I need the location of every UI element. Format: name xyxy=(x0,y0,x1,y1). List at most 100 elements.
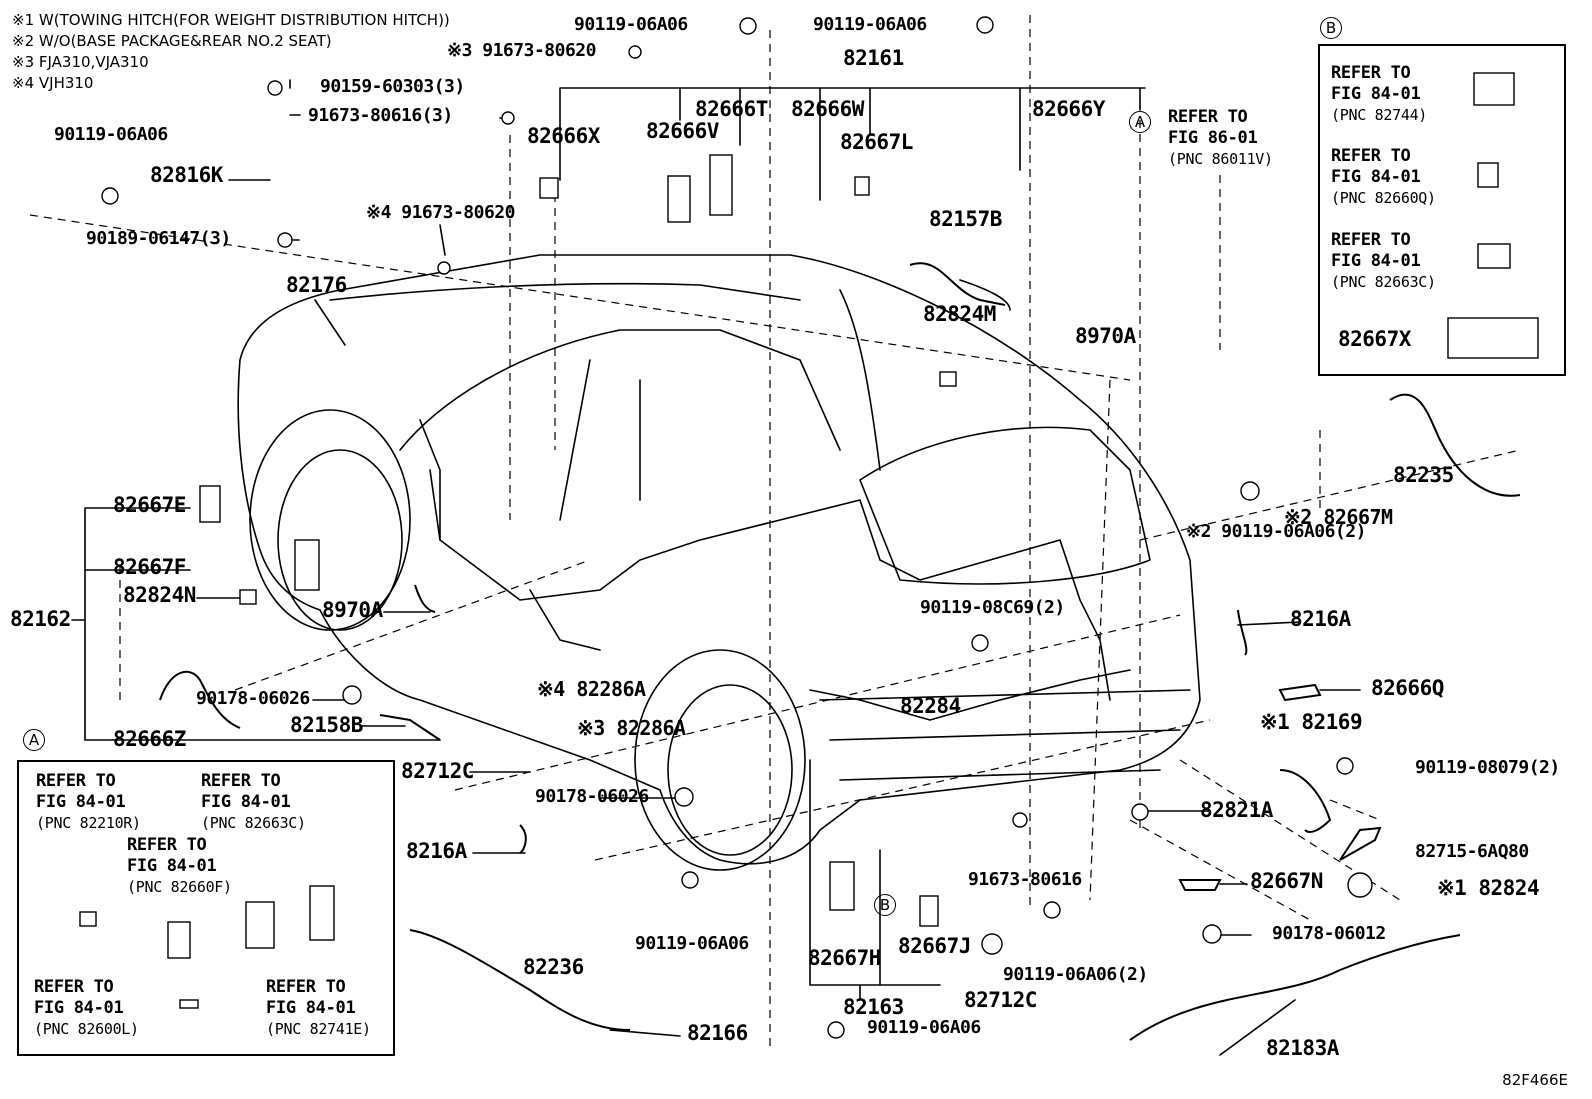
label-82666x: 82666X xyxy=(527,124,600,148)
vehicle-rear-bumper xyxy=(819,689,1191,781)
box-b-ref-1: REFER TO FIG 84-01 (PNC 82744) xyxy=(1331,63,1427,126)
bolt-91673-80620 xyxy=(628,45,642,59)
callout-b-box: B xyxy=(1320,17,1342,39)
box-b-ref-3: REFER TO FIG 84-01 (PNC 82663C) xyxy=(1331,230,1436,293)
label-82157b: 82157B xyxy=(929,207,1002,231)
block-82824m xyxy=(939,371,957,387)
label-82158b: 82158B xyxy=(290,713,363,737)
harness-82169 xyxy=(1279,769,1332,833)
refer-part-82660f xyxy=(167,921,191,959)
label-82824: ※1 82824 xyxy=(1437,876,1540,900)
bolt-90119-06a06-e xyxy=(827,1021,845,1039)
label-82666q: 82666Q xyxy=(1371,676,1444,700)
harness-8216a-r xyxy=(1237,609,1248,656)
label-82666y: 82666Y xyxy=(1032,97,1105,121)
ref-line2: FIG 84-01 xyxy=(201,792,291,812)
label-82666z: 82666Z xyxy=(113,727,186,751)
label-90178-06026-a: 90178-06026 xyxy=(196,688,310,709)
refer-line2: FIG 86-01 xyxy=(1168,128,1258,148)
ref-line2: FIG 84-01 xyxy=(36,792,126,812)
bolt-90119-06a06-a xyxy=(739,17,757,35)
ref-line2: FIG 84-01 xyxy=(34,998,124,1018)
ref-pnc: (PNC 82744) xyxy=(1331,106,1428,124)
clip-82712c-b xyxy=(981,933,1003,955)
bolt-90119-08c69 xyxy=(971,634,989,652)
ref-line2: FIG 84-01 xyxy=(1331,84,1421,104)
clip-90189-06147 xyxy=(277,232,293,248)
label-90189-06147: 90189-06147(3) xyxy=(86,228,231,249)
refer-part-82210r xyxy=(79,911,97,927)
ref-line1: REFER TO xyxy=(1331,63,1411,83)
bolt-91673-80620-b xyxy=(437,261,451,275)
label-91673-80616: 91673-80616 xyxy=(968,869,1082,890)
inset-box-b: REFER TO FIG 84-01 (PNC 82744) REFER TO … xyxy=(1318,44,1566,376)
label-82286a-4: ※4 82286A xyxy=(537,677,646,701)
label-82667e: 82667E xyxy=(113,493,186,517)
bolt-90159-60303 xyxy=(267,80,283,96)
ref-pnc: (PNC 82600L) xyxy=(34,1020,139,1038)
ref-line2: FIG 84-01 xyxy=(1331,167,1421,187)
refer-pnc: (PNC 86011V) xyxy=(1168,150,1273,168)
ref-pnc: (PNC 82660F) xyxy=(127,878,232,896)
ref-line1: REFER TO xyxy=(1331,146,1411,166)
bolt-90119-06a06-b xyxy=(976,16,994,34)
part-82667x xyxy=(1447,317,1539,359)
nut-90178-06012 xyxy=(1202,924,1222,944)
ref-pnc: (PNC 82660Q) xyxy=(1331,189,1436,207)
box-a-ref-2: REFER TO FIG 84-01 (PNC 82663C) xyxy=(201,771,306,834)
label-82667n: 82667N xyxy=(1250,869,1323,893)
dashed-guides xyxy=(29,15,1521,1050)
vehicle-roof-line xyxy=(329,282,801,301)
bracket-82667f xyxy=(294,539,320,591)
harness-8970a xyxy=(414,584,436,613)
label-90119-06a06-2-a: ※2 90119-06A06(2) xyxy=(1186,521,1366,542)
ref-line2: FIG 84-01 xyxy=(266,998,356,1018)
label-82667j: 82667J xyxy=(898,934,971,958)
box-a-ref-4: REFER TO FIG 84-01 (PNC 82600L) xyxy=(34,977,139,1040)
label-82666v: 82666V xyxy=(646,119,719,143)
bolt-90119-06a06-2a xyxy=(1240,481,1260,501)
ref-pnc: (PNC 82663C) xyxy=(1331,273,1436,291)
harness-82235 xyxy=(1389,393,1521,497)
callout-a-top: A xyxy=(1129,111,1151,133)
ref-line1: REFER TO xyxy=(36,771,116,791)
ref-line2: FIG 84-01 xyxy=(127,856,217,876)
refer-line1: REFER TO xyxy=(1168,107,1248,127)
side-harness xyxy=(419,419,601,651)
nut-90178-06026-a xyxy=(342,685,362,705)
label-90119-08c69: 90119-08C69(2) xyxy=(920,597,1065,618)
refer-part-82660q xyxy=(1477,162,1499,188)
bracket-82666q xyxy=(1278,683,1322,702)
label-90119-06a06-d: 90119-06A06 xyxy=(635,933,749,954)
label-90119-06a06-c: 90119-06A06 xyxy=(54,124,168,145)
bracket-82666t xyxy=(709,154,733,216)
nut-90178-06026-b xyxy=(674,787,694,807)
label-8970a-left: 8970A xyxy=(322,598,383,622)
ref-pnc: (PNC 82663C) xyxy=(201,814,306,832)
diagram-code: 82F466E xyxy=(1502,1071,1568,1089)
bracket-82666v xyxy=(667,175,691,223)
connector-82666x xyxy=(539,177,559,199)
label-82667l: 82667L xyxy=(840,130,913,154)
ref-pnc: (PNC 82741E) xyxy=(266,1020,371,1038)
label-82816k: 82816K xyxy=(150,163,223,187)
label-90159-60303: 90159-60303(3) xyxy=(320,76,465,97)
label-90178-06012: 90178-06012 xyxy=(1272,923,1386,944)
label-82162: 82162 xyxy=(10,607,71,631)
label-82169: ※1 82169 xyxy=(1260,710,1363,734)
ref-line1: REFER TO xyxy=(266,977,346,997)
refer-part-82600l xyxy=(179,999,199,1009)
bracket-82715 xyxy=(1339,826,1382,861)
label-82667m: ※2 82667M xyxy=(1284,505,1393,529)
box-a-ref-3: REFER TO FIG 84-01 (PNC 82660F) xyxy=(127,835,232,898)
vehicle-side-window xyxy=(399,329,841,451)
box-a-ref-1: REFER TO FIG 84-01 (PNC 82210R) xyxy=(36,771,141,834)
refer-part-82744 xyxy=(1473,72,1515,106)
label-82712c-b: 82712C xyxy=(964,988,1037,1012)
inset-box-a: REFER TO FIG 84-01 (PNC 82210R) REFER TO… xyxy=(17,760,395,1056)
bolt-90119-06a06-d xyxy=(681,871,699,889)
bracket-82667j xyxy=(919,895,939,927)
label-90178-06026-b: 90178-06026 xyxy=(535,786,649,807)
label-82176: 82176 xyxy=(286,273,347,297)
